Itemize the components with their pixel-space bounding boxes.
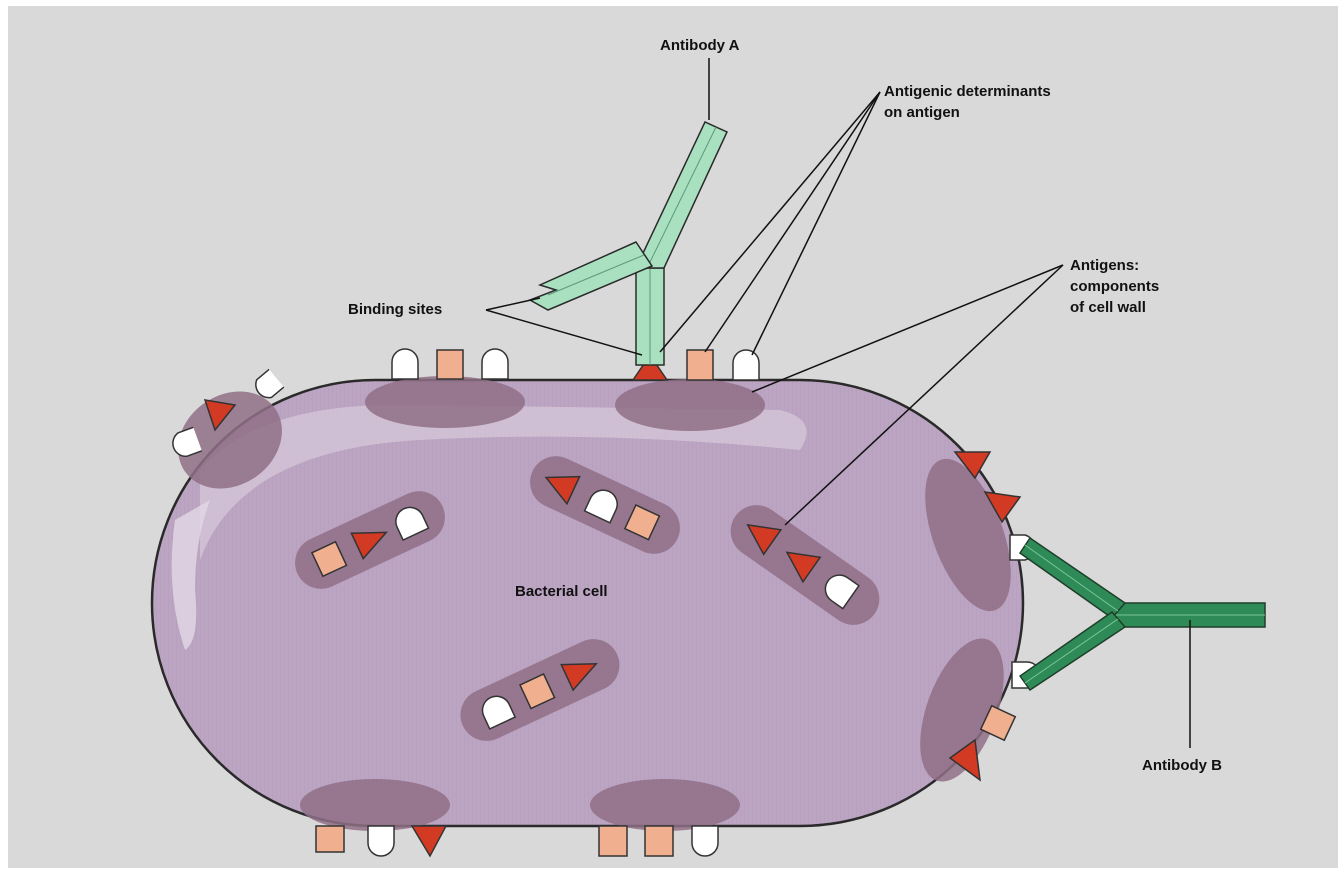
wall-antigen-patch xyxy=(365,376,525,428)
binding-sites-label: Binding sites xyxy=(348,301,442,318)
square-determinant xyxy=(645,826,673,856)
round-determinant xyxy=(482,349,508,379)
round-determinant xyxy=(733,350,759,380)
antibody-a-label: Antibody A xyxy=(660,37,740,54)
square-determinant xyxy=(599,826,627,856)
round-determinant xyxy=(392,349,418,379)
square-determinant xyxy=(316,826,344,852)
antibody-b-label: Antibody B xyxy=(1142,757,1222,774)
antigens-label: Antigens: xyxy=(1070,257,1139,274)
antigens-label-line2: components xyxy=(1070,278,1159,295)
wall-antigen-patch xyxy=(590,779,740,831)
bacterial-cell-label: Bacterial cell xyxy=(515,583,608,600)
antigenic-determinants-label: Antigenic determinants xyxy=(884,83,1051,100)
square-determinant xyxy=(437,350,463,379)
square-determinant xyxy=(687,350,713,380)
round-determinant xyxy=(368,826,394,856)
round-determinant xyxy=(692,826,718,856)
wall-antigen-patch xyxy=(300,779,450,831)
antigenic-determinants-label-line2: on antigen xyxy=(884,104,960,121)
antigens-label-line3: of cell wall xyxy=(1070,299,1146,316)
wall-antigen-patch xyxy=(615,379,765,431)
bacterial-cell xyxy=(152,372,1028,831)
